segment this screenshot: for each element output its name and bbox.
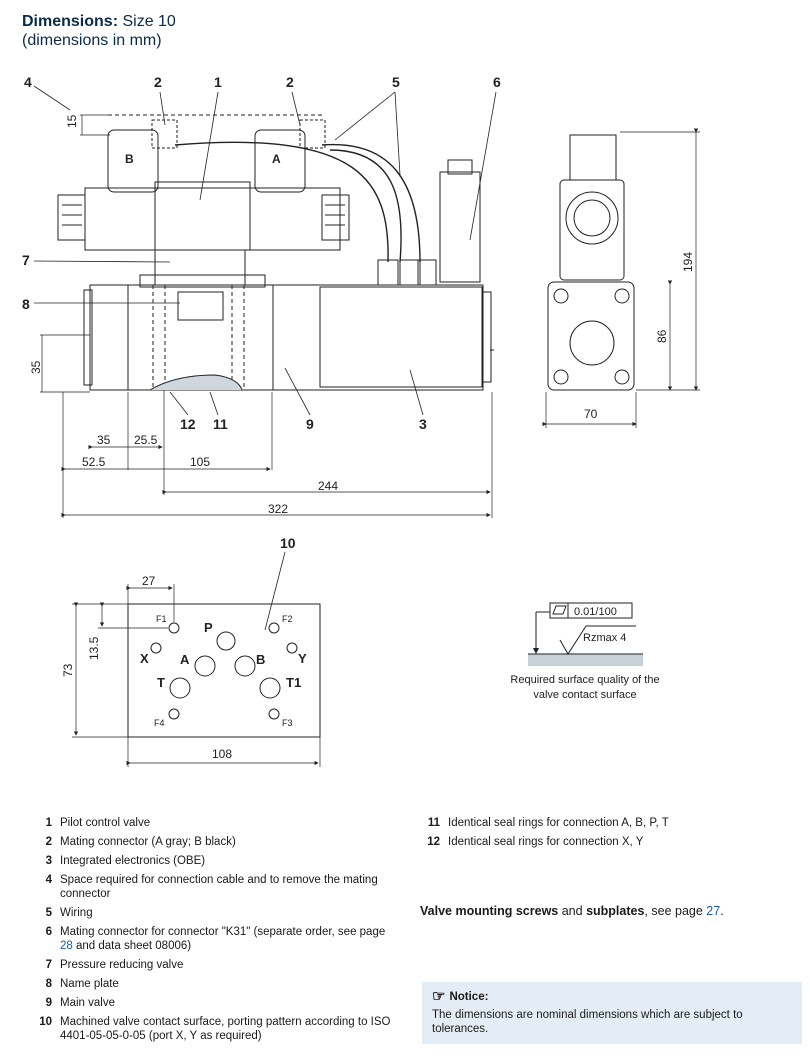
port-f2: F2: [282, 614, 293, 624]
end-view: [547, 134, 635, 391]
dim-15: 15: [65, 114, 79, 128]
page-link-28[interactable]: 28: [60, 940, 73, 952]
electronics-housing: [272, 284, 484, 391]
port-f1: F1: [156, 614, 167, 624]
callout-4: 4: [24, 74, 32, 90]
surface-caption-1: Required surface quality of the: [510, 674, 659, 686]
callout-5: 5: [392, 74, 400, 90]
callout-9: 9: [306, 416, 314, 432]
callout-12: 12: [180, 416, 196, 432]
connector-b-label: B: [125, 152, 134, 166]
page-link-27[interactable]: 27: [706, 904, 721, 918]
port-f4: F4: [154, 718, 165, 728]
callout-6: 6: [493, 74, 501, 90]
dim-108: 108: [212, 747, 232, 761]
dim-27: 27: [142, 574, 156, 588]
pilot-valve-body: [84, 187, 341, 251]
port-y: Y: [298, 651, 307, 666]
connector-a-label: A: [272, 152, 281, 166]
dim-105: 105: [190, 455, 210, 469]
port-a: A: [180, 652, 190, 667]
port-b: B: [256, 652, 265, 667]
title-bold: Dimensions:: [22, 13, 119, 30]
dim-70: 70: [584, 407, 598, 421]
side-view: B A: [57, 114, 494, 391]
dim-35-vertical: 35: [29, 360, 43, 374]
surface-caption-2: valve contact surface: [533, 689, 636, 701]
dim-13-5: 13.5: [87, 636, 101, 660]
dim-86: 86: [655, 329, 669, 343]
dim-35: 35: [97, 433, 111, 447]
dim-194: 194: [681, 252, 695, 272]
callout-8: 8: [22, 296, 30, 312]
dim-25-5: 25.5: [134, 433, 158, 447]
k31-connector: [439, 171, 481, 283]
pressure-reducing-valve: [154, 249, 246, 286]
callout-11: 11: [213, 416, 228, 432]
callout-2b: 2: [286, 74, 294, 90]
port-t: T: [157, 675, 165, 690]
dim-73: 73: [61, 663, 75, 677]
page-title: Dimensions: Size 10 (dimensions in mm): [22, 12, 176, 50]
mounting-note: Valve mounting screws and subplates, see…: [420, 904, 724, 918]
notice-box: ☞Notice: The dimensions are nominal dime…: [422, 982, 802, 1044]
port-f3: F3: [282, 718, 293, 728]
dim-244: 244: [318, 479, 338, 493]
notice-body: The dimensions are nominal dimensions wh…: [432, 1009, 743, 1035]
port-x: X: [140, 651, 149, 666]
porting-pattern: [127, 603, 321, 738]
flatness-tolerance: 0.01/100: [574, 606, 617, 618]
title-subtitle: (dimensions in mm): [22, 32, 162, 49]
port-t1: T1: [286, 675, 301, 690]
roughness-value: Rzmax 4: [583, 632, 626, 644]
dim-322: 322: [268, 502, 288, 516]
title-size: Size 10: [118, 13, 176, 30]
dim-52-5: 52.5: [82, 455, 106, 469]
port-p: P: [204, 620, 213, 635]
pointing-hand-icon: ☞: [432, 988, 446, 1005]
notice-title: Notice:: [449, 991, 489, 1003]
connector-b: [107, 129, 159, 193]
surface-quality-symbol: [528, 602, 643, 666]
callout-1: 1: [214, 74, 222, 90]
name-plate: [177, 291, 224, 321]
connector-a: [254, 129, 306, 193]
callout-10: 10: [280, 535, 296, 551]
callout-7: 7: [22, 252, 30, 268]
callout-2a: 2: [154, 74, 162, 90]
technical-drawing: B A 4 2 1 2 5 6 7 8 12 11 9 3 10: [22, 74, 700, 767]
main-valve-body: [89, 284, 276, 391]
callout-3: 3: [419, 416, 427, 432]
